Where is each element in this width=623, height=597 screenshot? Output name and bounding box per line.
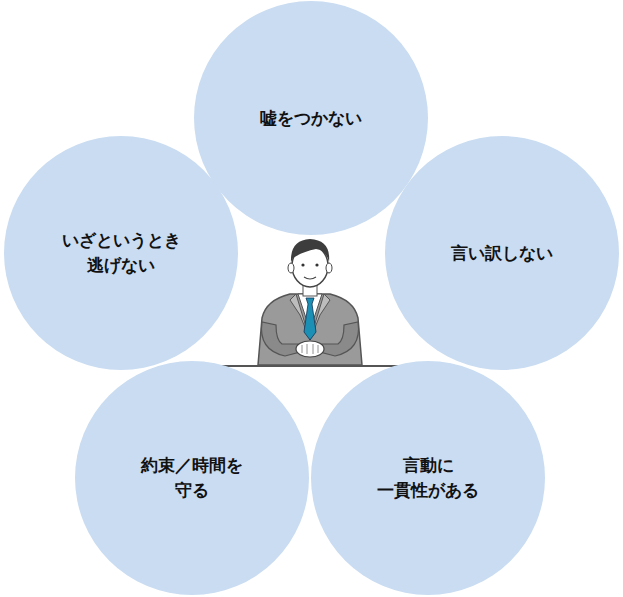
value-circle: 言い訳しない [385, 136, 619, 370]
value-circle: 約束／時間を 守る [75, 361, 309, 595]
value-label: 約束／時間を 守る [126, 453, 258, 502]
circle-shape [75, 361, 309, 595]
value-circle: 嘘をつかない [194, 1, 428, 235]
value-label: 言い訳しない [436, 241, 568, 266]
value-circle: 言動に 一貫性がある [311, 361, 545, 595]
value-label: 言動に 一貫性がある [362, 453, 494, 502]
circle-shape [4, 136, 238, 370]
value-label: 嘘をつかない [245, 106, 377, 131]
value-circle: いざというとき 逃げない [4, 136, 238, 370]
circle-shape [311, 361, 545, 595]
value-label: いざというとき 逃げない [55, 228, 187, 277]
